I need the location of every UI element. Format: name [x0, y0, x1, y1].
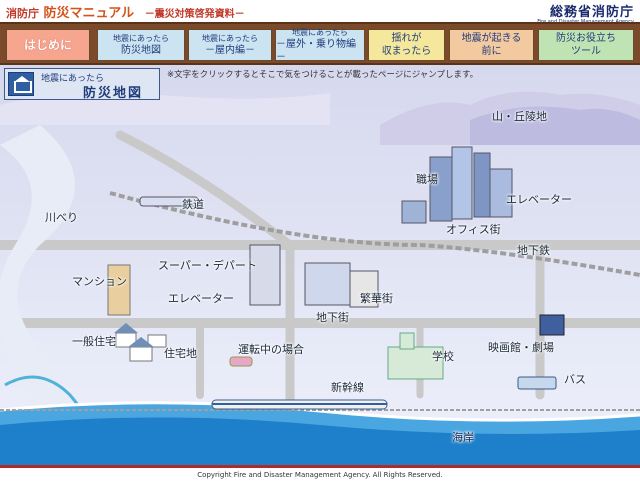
instruction-notice: ※文字をクリックするとそこで気をつけることが載ったページにジャンプします。 — [167, 70, 479, 80]
agency-name: 総務省消防庁 — [549, 5, 634, 20]
school-building — [387, 332, 444, 380]
nav-home-label: はじめに — [23, 37, 72, 52]
link-shinkansen[interactable]: 新幹線 — [331, 381, 364, 394]
page-title-box: 地震にあったら 防災地図 — [4, 68, 160, 101]
link-workplace[interactable]: 職場 — [416, 173, 438, 186]
office-buildings — [401, 146, 513, 224]
copyright-text: Copyright Fire and Disaster Management A… — [197, 471, 443, 479]
link-bus[interactable]: バス — [564, 373, 586, 386]
nav-label-line1: 揺れが — [391, 33, 422, 44]
nav-label-line2: 前に — [481, 46, 502, 57]
nav-bar: はじめに 地震にあったら 防災地図 地震にあったら －屋内編－ 地震にあったら … — [0, 22, 640, 65]
link-subway[interactable]: 地下鉄 — [517, 244, 550, 257]
link-mansion[interactable]: マンション — [72, 275, 127, 288]
link-riverside[interactable]: 川べり — [45, 211, 78, 224]
mansion-building — [107, 264, 131, 316]
nav-label-line2: ツール — [571, 46, 601, 57]
map-icon — [8, 72, 34, 96]
link-hills[interactable]: 山・丘陵地 — [492, 110, 547, 123]
nav-label-line1: 防災お役立ち — [556, 33, 616, 44]
link-house[interactable]: 一般住宅 — [72, 335, 116, 348]
link-railway[interactable]: 鉄道 — [182, 198, 204, 211]
store-buildings — [249, 244, 379, 308]
link-school[interactable]: 学校 — [432, 350, 454, 363]
link-office-district[interactable]: オフィス街 — [446, 223, 501, 236]
bus-vehicle — [517, 376, 557, 390]
brand-small: 消防庁 — [6, 7, 39, 20]
brand[interactable]: 消防庁 防災マニュアル －震災対策啓発資料－ — [6, 2, 245, 21]
disaster-map: 地震にあったら 防災地図 ※文字をクリックするとそこで気をつけることが載ったペー… — [0, 65, 640, 465]
nav-home[interactable]: はじめに — [6, 29, 90, 61]
nav-before-quake[interactable]: 地震が起きる 前に — [449, 29, 534, 61]
distant-hill — [0, 91, 330, 125]
footer: Copyright Fire and Disaster Management A… — [0, 465, 640, 485]
map-illustration — [0, 65, 640, 465]
nav-tools[interactable]: 防災お役立ち ツール — [538, 29, 634, 61]
link-underground-street[interactable]: 地下街 — [316, 311, 349, 324]
nav-label-line2: －屋外・乗り物編－ — [276, 38, 356, 63]
nav-label-line1: 地震にあったら — [292, 27, 348, 37]
nav-outdoor[interactable]: 地震にあったら －屋外・乗り物編－ — [275, 27, 365, 63]
nav-indoor[interactable]: 地震にあったら －屋内編－ — [188, 29, 272, 61]
nav-label-line2: 防災地図 — [121, 45, 161, 56]
nav-disaster-map[interactable]: 地震にあったら 防災地図 — [97, 29, 185, 61]
link-busy-street[interactable]: 繁華街 — [360, 292, 393, 305]
theater-building — [539, 314, 565, 336]
sea-deep — [0, 417, 640, 465]
header: 消防庁 防災マニュアル －震災対策啓発資料－ 総務省消防庁 Fire and D… — [0, 0, 640, 25]
nav-label-line1: 地震にあったら — [202, 34, 258, 43]
link-coast[interactable]: 海岸 — [452, 431, 474, 444]
hills-shape-front — [470, 106, 640, 145]
car-vehicle — [229, 356, 253, 367]
link-elevator-store[interactable]: エレベーター — [168, 292, 234, 305]
railway-line — [109, 191, 640, 277]
link-theater[interactable]: 映画館・劇場 — [488, 341, 554, 354]
brand-title: 防災マニュアル — [43, 6, 135, 21]
train-vehicle — [139, 196, 199, 207]
nav-label-line2: －屋内編－ — [205, 45, 255, 56]
houses — [114, 323, 167, 362]
link-driving[interactable]: 運転中の場合 — [238, 343, 304, 356]
nav-label-line2: 収まったら — [381, 46, 432, 57]
river — [0, 125, 80, 425]
page-title-line1: 地震にあったら — [41, 74, 105, 84]
nav-label-line1: 地震にあったら — [113, 34, 169, 43]
brand-subtitle: －震災対策啓発資料－ — [144, 9, 245, 20]
link-elevator-office[interactable]: エレベーター — [506, 193, 572, 206]
page-title: 防災地図 — [83, 86, 144, 101]
nav-label-line1: 地震が起きる — [461, 33, 522, 44]
link-supermarket[interactable]: スーパー・デパート — [158, 259, 257, 272]
link-residential[interactable]: 住宅地 — [164, 347, 197, 360]
nav-after-shaking[interactable]: 揺れが 収まったら — [368, 29, 445, 61]
